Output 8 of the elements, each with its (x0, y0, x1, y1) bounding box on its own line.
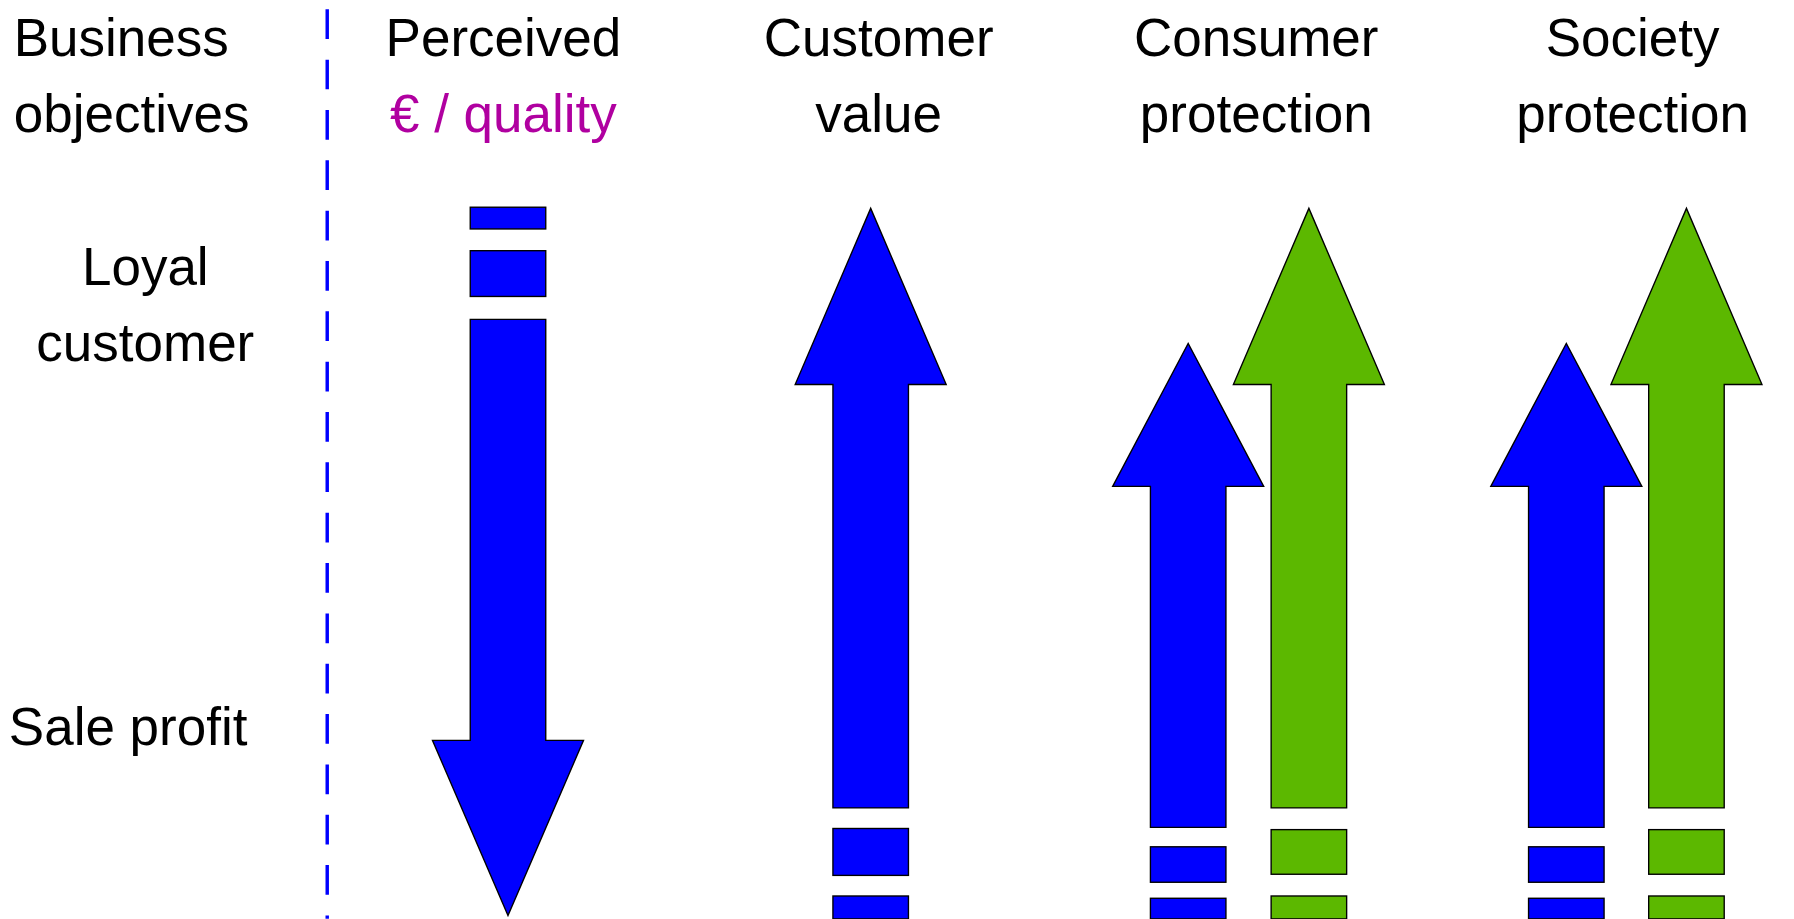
row-label: Sale profit (7, 695, 249, 758)
column-heading: Customer value (762, 7, 995, 145)
column-heading: € / quality (388, 82, 618, 145)
column-heading: Society protection (1515, 7, 1751, 145)
row-heading: Business objectives (13, 7, 251, 145)
row-label: Loyal customer (35, 235, 256, 374)
column-heading: Consumer protection (1133, 7, 1380, 145)
column-heading: Perceived (384, 7, 623, 69)
